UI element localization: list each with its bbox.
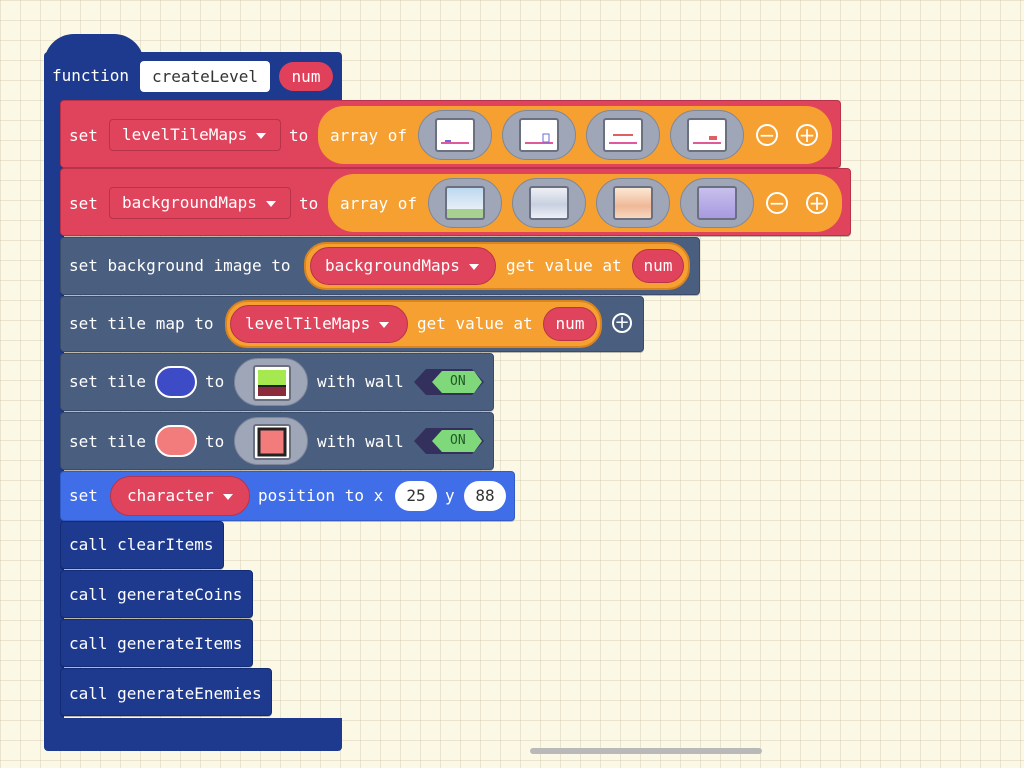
- tile-image-slot-1[interactable]: [234, 358, 308, 406]
- wall-toggle-1[interactable]: ON: [414, 367, 484, 397]
- background-thumbnail-icon: [529, 186, 569, 220]
- tile-image-slot-2[interactable]: [234, 417, 308, 465]
- tilemap-thumbnail-icon: [519, 118, 559, 152]
- index-num-input[interactable]: num: [632, 249, 684, 283]
- index-num-input[interactable]: num: [543, 307, 597, 341]
- background-maps-getter-label: backgroundMaps: [325, 256, 460, 275]
- function-param-num[interactable]: num: [279, 62, 333, 91]
- background-maps-variable-dropdown[interactable]: backgroundMaps: [109, 187, 291, 219]
- get-value-at-label: get value at: [506, 256, 622, 275]
- background-maps-variable-label: backgroundMaps: [122, 193, 257, 212]
- set-label: set: [69, 194, 98, 213]
- set-background-image-label: set background image to: [69, 256, 291, 275]
- with-wall-label: with wall: [317, 432, 404, 451]
- with-wall-label: with wall: [317, 372, 404, 391]
- set-label: set: [69, 486, 98, 505]
- plus-circle-icon[interactable]: +: [796, 124, 818, 146]
- set-tile-label: set tile: [69, 432, 147, 451]
- get-value-at-label: get value at: [417, 314, 533, 333]
- function-block-spine: [44, 96, 64, 736]
- call-generate-coins-label: call generateCoins: [69, 585, 243, 604]
- tilemap-thumbnail-icon: [435, 118, 475, 152]
- call-generate-coins-block[interactable]: [60, 570, 253, 618]
- level-tilemaps-variable-label: levelTileMaps: [122, 125, 248, 144]
- tile-image-icon: [253, 424, 291, 460]
- x-value-input[interactable]: 25: [395, 481, 437, 511]
- background-slot-4[interactable]: [680, 178, 754, 228]
- tilemap-thumbnail-icon: [603, 118, 643, 152]
- plus-circle-icon[interactable]: +: [612, 313, 632, 333]
- toggle-on-label: ON: [450, 433, 466, 448]
- array-of-label: array of: [330, 126, 408, 145]
- tile-color-swatch-blue[interactable]: [155, 366, 197, 398]
- position-to-x-label: position to x: [258, 486, 384, 505]
- tile-color-swatch-pink[interactable]: [155, 425, 197, 457]
- tilemap-slot-4[interactable]: [670, 110, 744, 160]
- character-sprite-label: character: [127, 486, 214, 505]
- set-tilemap-label: set tile map to: [69, 314, 214, 333]
- background-slot-3[interactable]: [596, 178, 670, 228]
- function-name-input[interactable]: createLevel: [140, 61, 270, 92]
- wall-toggle-2[interactable]: ON: [414, 426, 484, 456]
- background-maps-getter-dropdown[interactable]: backgroundMaps: [310, 247, 496, 285]
- tilemap-slot-3[interactable]: [586, 110, 660, 160]
- background-thumbnail-icon: [697, 186, 737, 220]
- home-indicator[interactable]: [530, 748, 762, 754]
- tilemap-thumbnail-icon: [687, 118, 727, 152]
- character-sprite-dropdown[interactable]: character: [110, 476, 250, 516]
- level-tilemaps-getter-dropdown[interactable]: levelTileMaps: [230, 305, 408, 343]
- call-clear-items-label: call clearItems: [69, 535, 214, 554]
- call-clear-items-block[interactable]: [60, 521, 224, 569]
- array-of-label: array of: [340, 194, 418, 213]
- background-thumbnail-icon: [445, 186, 485, 220]
- y-value-input[interactable]: 88: [464, 481, 506, 511]
- to-label: to: [205, 372, 225, 391]
- minus-circle-icon[interactable]: −: [756, 124, 778, 146]
- background-thumbnail-icon: [613, 186, 653, 220]
- background-slot-2[interactable]: [512, 178, 586, 228]
- call-generate-items-block[interactable]: [60, 619, 253, 667]
- call-generate-enemies-label: call generateEnemies: [69, 684, 262, 703]
- call-generate-items-label: call generateItems: [69, 634, 243, 653]
- level-tilemaps-variable-dropdown[interactable]: levelTileMaps: [109, 119, 281, 151]
- plus-circle-icon[interactable]: +: [806, 192, 828, 214]
- set-tile-label: set tile: [69, 372, 147, 391]
- level-tilemaps-getter-label: levelTileMaps: [245, 314, 371, 333]
- toggle-on-label: ON: [450, 374, 466, 389]
- function-block-footer: [44, 718, 342, 751]
- to-label: to: [289, 126, 309, 145]
- tilemap-slot-1[interactable]: [418, 110, 492, 160]
- y-label: y: [445, 486, 455, 505]
- set-label: set: [69, 126, 98, 145]
- background-slot-1[interactable]: [428, 178, 502, 228]
- minus-circle-icon[interactable]: −: [766, 192, 788, 214]
- call-generate-enemies-block[interactable]: [60, 668, 272, 716]
- to-label: to: [205, 432, 225, 451]
- tilemap-slot-2[interactable]: [502, 110, 576, 160]
- tile-image-icon: [253, 365, 291, 401]
- to-label: to: [299, 194, 319, 213]
- function-keyword: function: [52, 66, 130, 85]
